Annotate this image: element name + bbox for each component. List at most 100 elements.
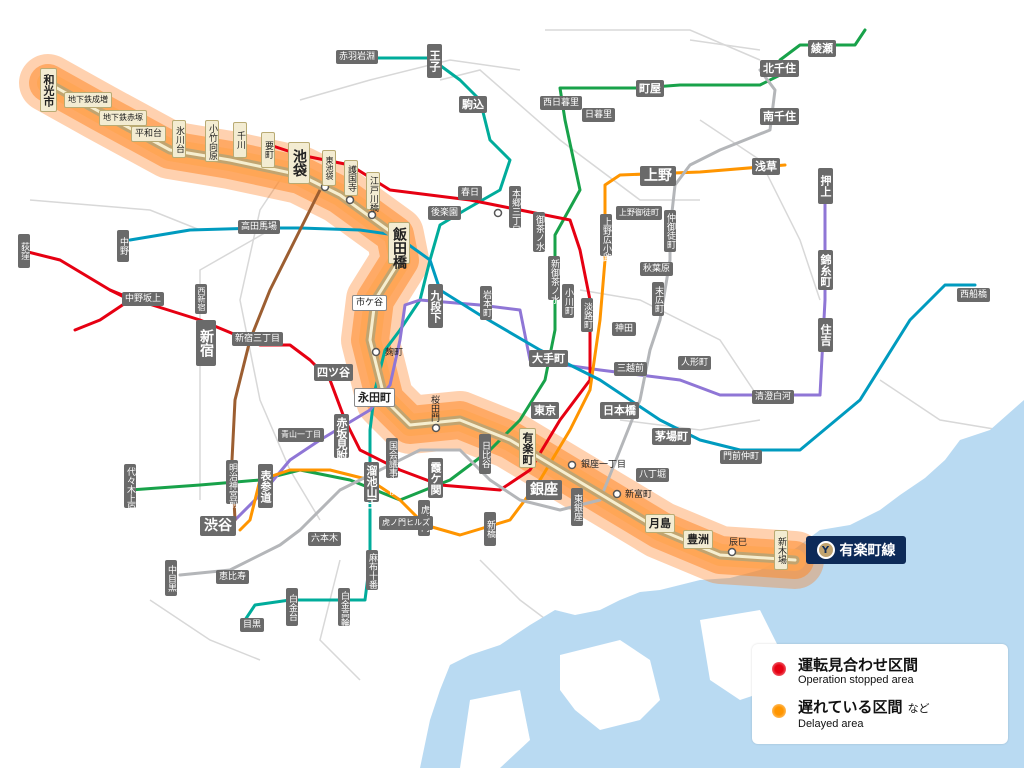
station-naka-meguro[interactable]: 中目黒 (165, 560, 177, 596)
station-shinjuku[interactable]: 新宿 (196, 320, 216, 366)
station-higashi-ginza[interactable]: 東銀座 (571, 488, 583, 526)
station-kotake-mukaihara[interactable]: 小竹向原 (205, 120, 219, 162)
station-ogawamachi[interactable]: 小川町 (562, 284, 574, 318)
station-tsukishima[interactable]: 月島 (645, 514, 675, 533)
station-kokkai-gijidomae[interactable]: 国会議事堂前 (386, 438, 398, 495)
station-shin-ochanomizu[interactable]: 新御茶ノ水 (548, 256, 560, 304)
station-kasuga[interactable]: 春日 (458, 186, 483, 200)
station-nippori[interactable]: 日暮里 (582, 108, 616, 122)
station-sakuradamon[interactable]: 桜田門 (429, 395, 439, 422)
station-hongo-sanchome[interactable]: 本郷三丁目 (509, 186, 521, 234)
station-sumiyoshi[interactable]: 住吉 (818, 318, 833, 352)
station-hibiya[interactable]: 日比谷 (479, 434, 491, 474)
station-shibuya[interactable]: 渋谷 (200, 516, 236, 536)
station-akabane-iwabuchi[interactable]: 赤羽岩淵 (336, 50, 379, 64)
station-kojimachi[interactable]: 麹町 (385, 348, 404, 358)
station-shintomicho[interactable]: 新富町 (625, 490, 653, 500)
station-meguro[interactable]: 目黒 (240, 618, 265, 632)
station-chikatetsu-narimasu[interactable]: 地下鉄成増 (64, 92, 112, 108)
station-hatchobori[interactable]: 八丁堀 (636, 468, 670, 482)
station-nishi-shinjuku[interactable]: 西新宿 (195, 284, 207, 314)
station-shinjuku-sanchome[interactable]: 新宿三丁目 (232, 332, 284, 346)
station-mitsukoshimae[interactable]: 三越前 (614, 362, 648, 376)
station-aoyama-itchome[interactable]: 青山一丁目 (278, 428, 324, 442)
station-wakoshi[interactable]: 和光市 (40, 68, 57, 112)
station-kudanshita[interactable]: 九段下 (428, 284, 443, 328)
station-nihombashi[interactable]: 日本橋 (600, 402, 639, 419)
station-machiya[interactable]: 町屋 (636, 80, 664, 97)
legend-stopped-label-en: Operation stopped area (798, 674, 914, 686)
station-akasaka-mitsuke[interactable]: 赤坂見附 (334, 414, 349, 461)
station-kanamecho[interactable]: 要町 (261, 132, 275, 168)
station-minami-senju[interactable]: 南千住 (760, 108, 799, 125)
station-heiwadai[interactable]: 平和台 (131, 126, 167, 142)
station-gokokuji[interactable]: 護国寺 (344, 160, 358, 196)
station-meiji-jingumae[interactable]: 明治神宮前 (226, 460, 238, 508)
station-nakano[interactable]: 中野 (117, 230, 129, 262)
station-oji[interactable]: 王子 (427, 44, 442, 78)
station-ochanomizu[interactable]: 御茶ノ水 (533, 212, 545, 252)
station-yotsuya[interactable]: 四ツ谷 (314, 364, 353, 381)
station-oshiage[interactable]: 押上 (818, 168, 833, 204)
station-nishi-nippori[interactable]: 西日暮里 (540, 96, 583, 110)
station-nagatacho[interactable]: 永田町 (354, 388, 395, 407)
station-ueno[interactable]: 上野 (640, 166, 676, 186)
station-ebisu[interactable]: 恵比寿 (216, 570, 250, 584)
station-shirokanedai[interactable]: 白金台 (286, 588, 298, 626)
station-higashi-ikebukuro[interactable]: 東池袋 (322, 150, 336, 186)
station-toranomon-hills[interactable]: 虎ノ門ヒルズ (379, 516, 433, 530)
station-kasumigaseki[interactable]: 霞ケ関 (428, 458, 443, 498)
station-azabu-juban[interactable]: 麻布十番 (366, 550, 378, 590)
station-awajicho[interactable]: 淡路町 (581, 298, 593, 332)
station-tokyo[interactable]: 東京 (531, 402, 559, 419)
station-shirokane-takanawa[interactable]: 白金高輪 (338, 588, 350, 627)
yurakucho-line-badge[interactable]: Y 有楽町線 (806, 536, 906, 564)
legend-delayed-row: 遅れている区間など Delayed area (772, 698, 930, 730)
station-takadanobaba[interactable]: 高田馬場 (238, 220, 281, 234)
station-ogikubo[interactable]: 荻窪 (18, 234, 30, 268)
station-yoyogi-uehara[interactable]: 代々木上原 (124, 464, 136, 512)
station-ikebukuro[interactable]: 池袋 (288, 142, 310, 184)
station-naka-okachimachi[interactable]: 仲御徒町 (664, 210, 676, 252)
station-ueno-hirokoji[interactable]: 上野広小路 (600, 214, 612, 262)
station-otemachi[interactable]: 大手町 (529, 350, 568, 367)
yurakucho-line-mark-icon: Y (816, 541, 835, 559)
station-komagome[interactable]: 駒込 (459, 96, 487, 113)
station-shimbashi[interactable]: 新橋 (484, 512, 496, 546)
station-ayase[interactable]: 綾瀬 (808, 40, 836, 57)
station-asakusa[interactable]: 浅草 (752, 158, 780, 175)
station-toyosu[interactable]: 豊洲 (683, 530, 713, 549)
station-ginza-itchome[interactable]: 銀座一丁目 (581, 460, 627, 470)
station-ginza[interactable]: 銀座 (526, 480, 562, 500)
ginza-line-path (238, 163, 787, 537)
station-edogawabashi[interactable]: 江戸川橋 (366, 172, 380, 212)
station-tatsumi[interactable]: 辰巳 (729, 538, 748, 548)
station-kinshicho[interactable]: 錦糸町 (818, 250, 833, 290)
station-iwamotocho[interactable]: 岩本町 (480, 286, 492, 320)
station-kanda[interactable]: 神田 (612, 322, 637, 336)
station-iidabashi[interactable]: 飯田橋 (388, 222, 410, 269)
station-suehirocho[interactable]: 末広町 (652, 282, 664, 316)
legend-stopped-row: 運転見合わせ区間 Operation stopped area (772, 656, 918, 686)
station-monzen-nakacho[interactable]: 門前仲町 (720, 450, 763, 464)
station-hikawadai[interactable]: 氷川台 (172, 120, 186, 158)
station-tameike-sanno[interactable]: 溜池山王 (364, 462, 379, 509)
stopped-dot-icon (772, 662, 786, 676)
station-omotesando[interactable]: 表参道 (258, 464, 273, 508)
station-ningyocho[interactable]: 人形町 (678, 356, 712, 370)
station-yurakucho[interactable]: 有楽町 (519, 428, 536, 468)
station-shin-kiba[interactable]: 新木場 (774, 530, 788, 570)
station-kiyosumi-shirakawa[interactable]: 清澄白河 (752, 390, 795, 404)
station-nakano-sakaue[interactable]: 中野坂上 (122, 292, 165, 306)
station-nishi-funabashi[interactable]: 西船橋 (957, 288, 991, 302)
station-ueno-okachimachi[interactable]: 上野御徒町 (616, 206, 662, 220)
station-akihabara[interactable]: 秋葉原 (640, 262, 674, 276)
station-korakuen[interactable]: 後楽園 (428, 206, 462, 220)
station-kita-senju[interactable]: 北千住 (760, 60, 799, 77)
station-senkawa[interactable]: 千川 (233, 122, 247, 158)
island-1 (560, 640, 660, 730)
station-chikatetsu-akatsuka[interactable]: 地下鉄赤塚 (99, 110, 147, 126)
station-kayabacho[interactable]: 茅場町 (652, 428, 691, 445)
station-roppongi[interactable]: 六本木 (308, 532, 342, 546)
station-ichigaya[interactable]: 市ケ谷 (352, 295, 388, 311)
